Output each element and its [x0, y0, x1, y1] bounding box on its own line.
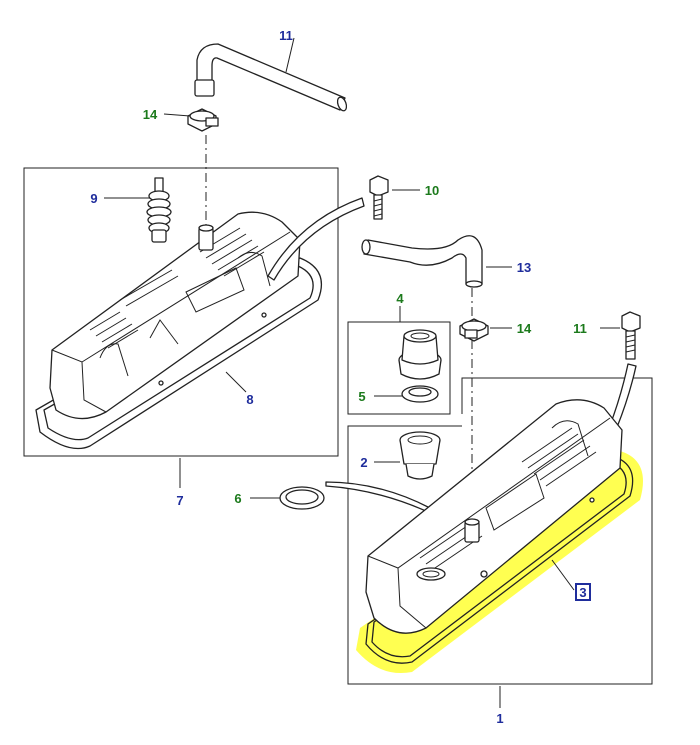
- rocker-cover-left-7[interactable]: [35, 211, 323, 450]
- callout-14-top[interactable]: 14: [143, 107, 158, 122]
- bolt-11[interactable]: [621, 311, 641, 360]
- cap-group-frame: [347, 321, 451, 415]
- rocker-cover-right-1[interactable]: [365, 399, 623, 634]
- right-cover-assembly-frame: [347, 377, 653, 685]
- o-ring-6-arrow: [325, 481, 431, 513]
- callout-8[interactable]: 8: [246, 392, 253, 407]
- callout-2[interactable]: 2: [360, 455, 367, 470]
- breather-hose-13[interactable]: [361, 235, 483, 288]
- callout-10[interactable]: 10: [425, 183, 439, 198]
- filler-adaptor-2[interactable]: [399, 431, 441, 480]
- hose-clip-14-top[interactable]: [187, 108, 219, 132]
- callout-9[interactable]: 9: [90, 191, 97, 206]
- left-cover-assembly-frame: [23, 167, 339, 457]
- callout-7[interactable]: 7: [176, 493, 183, 508]
- bolt-10[interactable]: [369, 175, 389, 220]
- oil-filler-cap-4[interactable]: [398, 329, 442, 380]
- callout-4[interactable]: 4: [396, 291, 404, 306]
- bolt-10-arrow: [267, 197, 365, 281]
- grommet-9[interactable]: [146, 177, 172, 243]
- hose-clip-14-right[interactable]: [459, 318, 489, 342]
- callout-14-right[interactable]: 14: [517, 321, 532, 336]
- o-ring-6[interactable]: [279, 486, 325, 510]
- callout-1[interactable]: 1: [496, 711, 503, 726]
- callout-3[interactable]: 3: [579, 585, 586, 600]
- callout-12[interactable]: 11: [279, 28, 293, 43]
- callout-5[interactable]: 5: [358, 389, 365, 404]
- callout-6[interactable]: 6: [234, 491, 241, 506]
- seal-5[interactable]: [401, 385, 439, 403]
- breather-hose-12[interactable]: [194, 43, 348, 112]
- callout-13[interactable]: 13: [517, 260, 531, 275]
- callout-11[interactable]: 11: [573, 321, 587, 336]
- callout-3-selection-box: [575, 583, 591, 601]
